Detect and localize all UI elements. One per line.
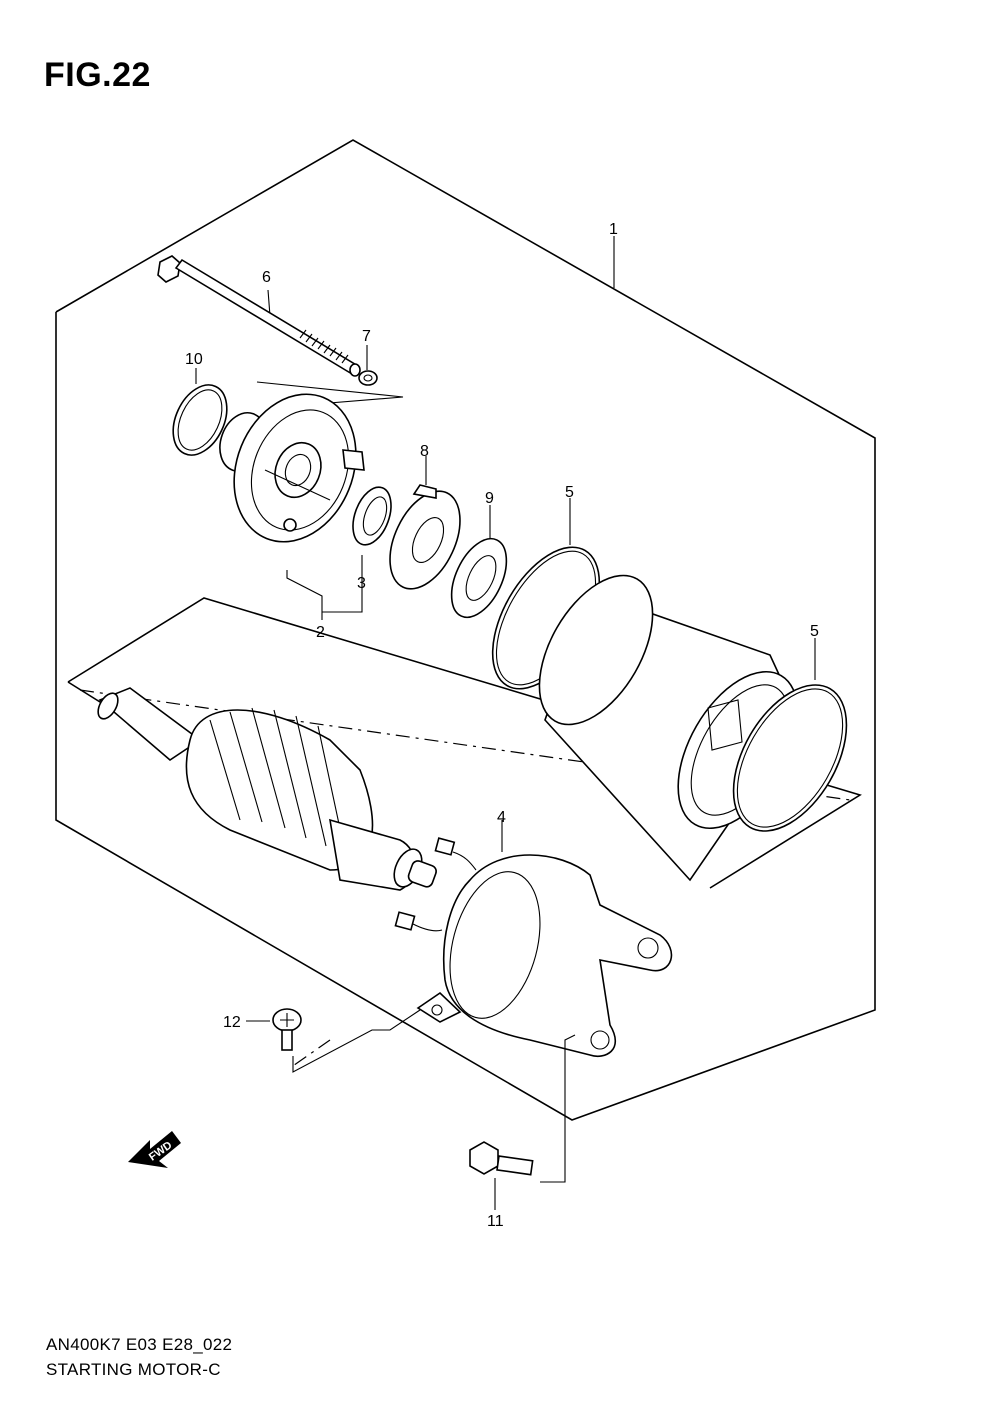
o-ring-5-right xyxy=(732,684,848,832)
callout-5a: 5 xyxy=(565,484,574,501)
armature xyxy=(97,687,437,891)
callout-11: 11 xyxy=(487,1213,504,1230)
callout-5b: 5 xyxy=(810,623,819,640)
callout-7: 7 xyxy=(362,328,371,345)
bolt-11 xyxy=(469,1034,576,1183)
fwd-arrow: FWD xyxy=(128,1131,181,1168)
screw-12 xyxy=(272,1008,421,1073)
callout-12: 12 xyxy=(223,1014,241,1031)
oil-seal xyxy=(352,486,392,546)
callout-4: 4 xyxy=(497,809,506,826)
callout-3: 3 xyxy=(357,575,366,592)
brushes xyxy=(394,837,477,932)
callout-10: 10 xyxy=(185,351,203,368)
long-bolt xyxy=(157,255,361,377)
o-ring-10 xyxy=(172,384,228,456)
end-housing xyxy=(416,854,673,1057)
assembly-boundary xyxy=(55,139,876,1121)
callout-2: 2 xyxy=(316,624,325,641)
washer-9 xyxy=(450,537,508,619)
figure-title: FIG.22 xyxy=(44,56,151,94)
callout-8: 8 xyxy=(420,443,429,460)
callout-9: 9 xyxy=(485,490,494,507)
callout-1: 1 xyxy=(609,221,618,238)
callout-6: 6 xyxy=(262,269,271,286)
washer-7 xyxy=(358,370,378,386)
diagram-code: AN400K7 E03 E28_022 xyxy=(46,1335,233,1354)
brush-plate xyxy=(389,484,461,590)
callout-labels: 1 2 3 4 5 5 6 7 8 9 10 11 12 xyxy=(185,221,819,1230)
diagram-name: STARTING MOTOR-C xyxy=(46,1360,221,1379)
end-cover xyxy=(219,393,365,543)
